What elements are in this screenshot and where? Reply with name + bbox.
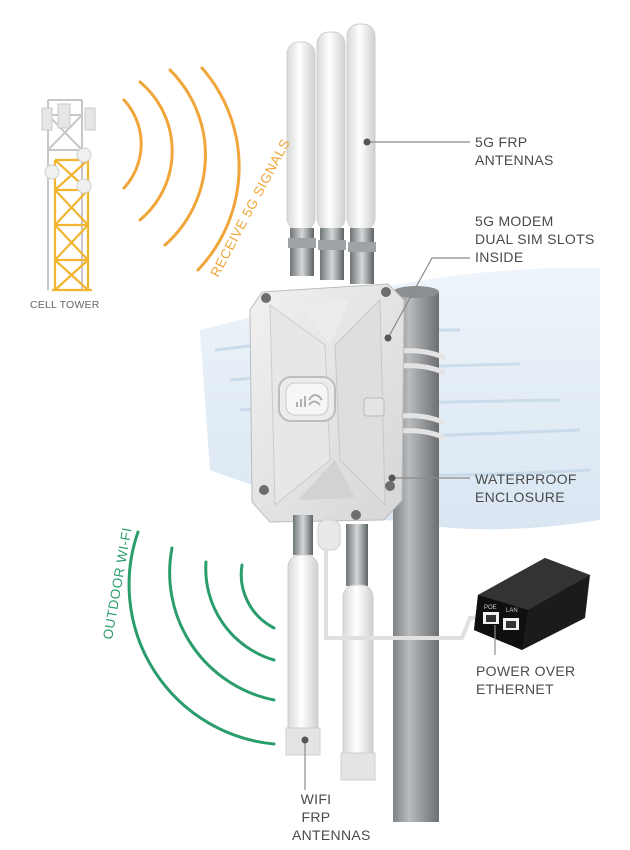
- poe-line-1: POWER OVER: [476, 663, 576, 679]
- cell-tower-label: CELL TOWER: [30, 299, 100, 311]
- callout-dot-modem: [384, 334, 392, 342]
- callout-dot-enclosure: [388, 474, 396, 482]
- 5g-modem-line-1: 5G MODEM: [475, 213, 554, 229]
- waterproof-enclosure: [249, 283, 405, 523]
- 5g-antennas-line-2: ANTENNAS: [475, 152, 554, 168]
- 5g-antennas-label: 5G FRP ANTENNAS: [475, 133, 554, 169]
- wifi-antennas-line-2: ANTENNAS: [292, 827, 371, 843]
- 5g-modem-label: 5G MODEM DUAL SIM SLOTS INSIDE: [475, 212, 595, 266]
- poe-port-label: POE: [484, 605, 497, 611]
- poe-label: POWER OVER ETHERNET: [476, 662, 575, 698]
- wifi-signal-arcs: [127, 530, 276, 746]
- poe-line-2: ETHERNET: [476, 681, 554, 697]
- waterproof-label: WATERPROOF ENCLOSURE: [475, 470, 577, 506]
- cell-tower: [41, 99, 96, 292]
- wifi-antennas-line-1: WIFI FRP: [300, 791, 332, 825]
- lan-port-label: LAN: [506, 608, 518, 614]
- waterproof-line-1: WATERPROOF: [475, 471, 577, 487]
- wifi-frp-antennas: [285, 515, 376, 781]
- wifi-logo-icon: [296, 394, 323, 407]
- waterproof-line-2: ENCLOSURE: [475, 489, 565, 505]
- 5g-antennas-line-1: 5G FRP: [475, 134, 528, 150]
- wifi-antennas-label: WIFI FRP ANTENNAS: [270, 790, 371, 844]
- callout-dot-wifi: [301, 736, 309, 744]
- 5g-frp-antennas: [286, 23, 376, 284]
- receive-5g-signals-label: RECEIVE 5G SIGNALS: [207, 136, 293, 279]
- 5g-modem-line-2: DUAL SIM SLOTS: [475, 231, 595, 247]
- callout-lines: [304, 141, 496, 790]
- callout-dot-antennas: [363, 138, 371, 146]
- 5g-modem-line-3: INSIDE: [475, 249, 524, 265]
- poe-injector: [474, 558, 590, 650]
- receive-signal-arcs: [122, 66, 241, 272]
